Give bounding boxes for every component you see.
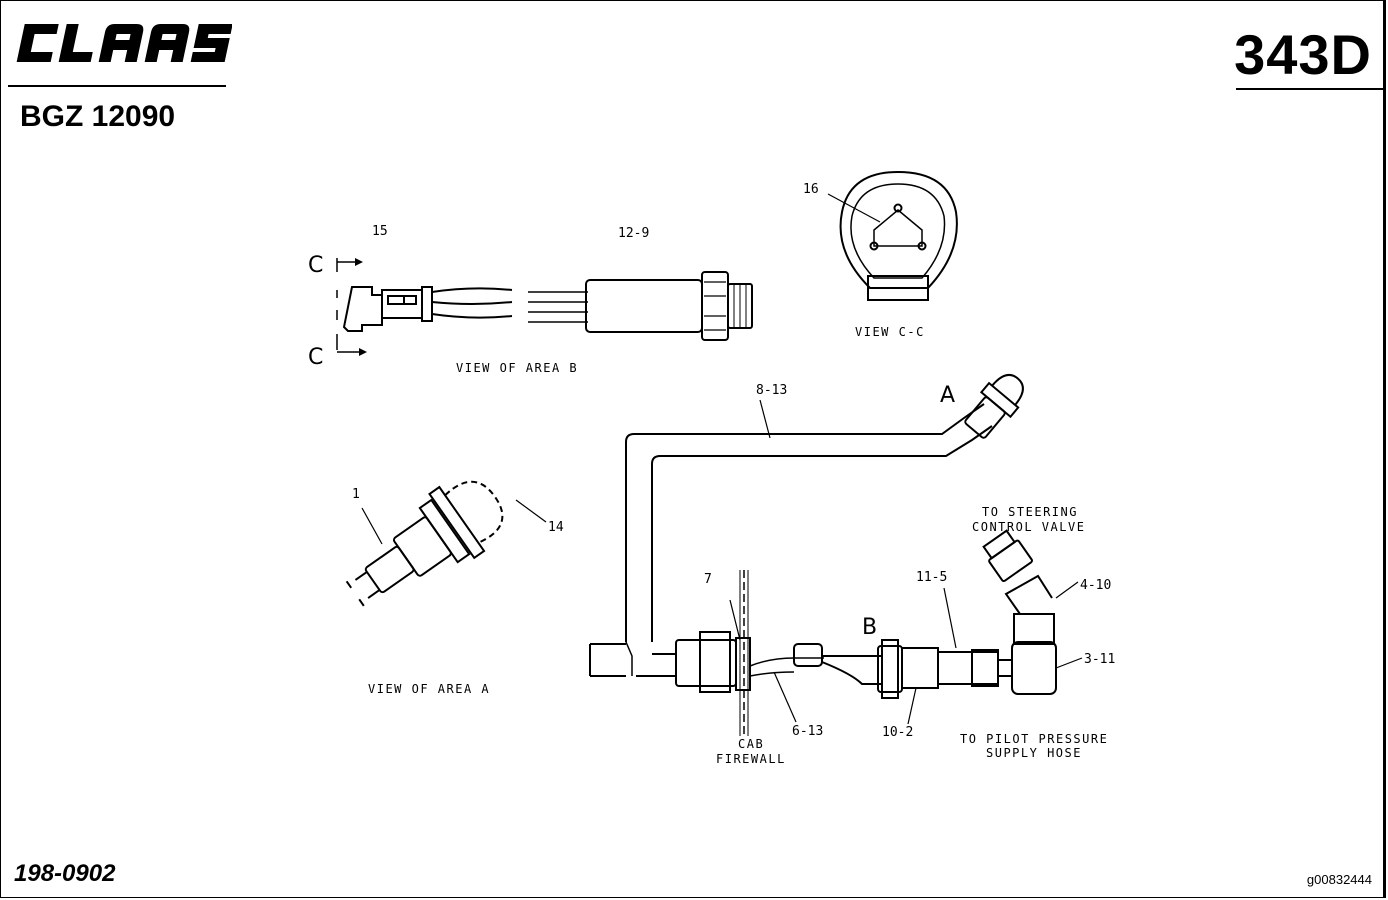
firewall-connector	[636, 570, 751, 736]
callout-8-13: 8-13	[756, 383, 787, 398]
image-id: g00832444	[1306, 872, 1372, 887]
callout-11-5: 11-5	[916, 570, 947, 585]
callout-6-13: 6-13	[792, 724, 823, 739]
tee-fitting-3-11-4-10	[982, 529, 1083, 695]
caption-cab: CAB	[738, 737, 764, 751]
callout-12-9: 12-9	[618, 226, 649, 241]
page-code: 343D	[1234, 23, 1372, 86]
view-cc-drawing	[827, 170, 958, 301]
area-mark-b: B	[862, 615, 877, 640]
caption-to-steering-2: CONTROL VALVE	[972, 520, 1085, 534]
callout-15: 15	[372, 224, 388, 239]
harness-8-13	[625, 373, 1024, 642]
header-rule-left	[8, 85, 226, 87]
callout-7: 7	[704, 572, 712, 587]
caption-to-steering-1: TO STEERING	[982, 505, 1078, 519]
switch-12-9-drawing	[528, 271, 753, 341]
callout-1: 1	[352, 487, 360, 502]
part-number: 198-0902	[14, 860, 116, 887]
callout-16: 16	[803, 182, 819, 197]
caption-firewall: FIREWALL	[716, 752, 786, 766]
section-mark-c-bottom: C	[308, 345, 323, 370]
caption-to-pilot-2: SUPPLY HOSE	[986, 746, 1082, 760]
lamp-assembly-drawing	[345, 480, 547, 607]
model-number: BGZ 12090	[20, 100, 176, 133]
caption-view-area-a: VIEW OF AREA A	[368, 682, 490, 696]
section-mark-c-top: C	[308, 253, 323, 278]
area-mark-a: A	[940, 383, 955, 408]
callout-4-10: 4-10	[1080, 578, 1111, 593]
fittings-10-2-11-5	[877, 587, 1012, 725]
caption-to-pilot-1: TO PILOT PRESSURE	[960, 732, 1108, 746]
connector-15-drawing	[336, 258, 513, 356]
header-rule-right	[1236, 88, 1384, 90]
callout-3-11: 3-11	[1084, 652, 1115, 667]
callout-14: 14	[548, 520, 564, 535]
caption-view-area-b: VIEW OF AREA B	[456, 361, 578, 375]
claas-logo	[16, 24, 232, 62]
wire-6-13	[749, 643, 882, 723]
caption-view-cc: VIEW C-C	[855, 325, 925, 339]
callout-10-2: 10-2	[882, 725, 913, 740]
